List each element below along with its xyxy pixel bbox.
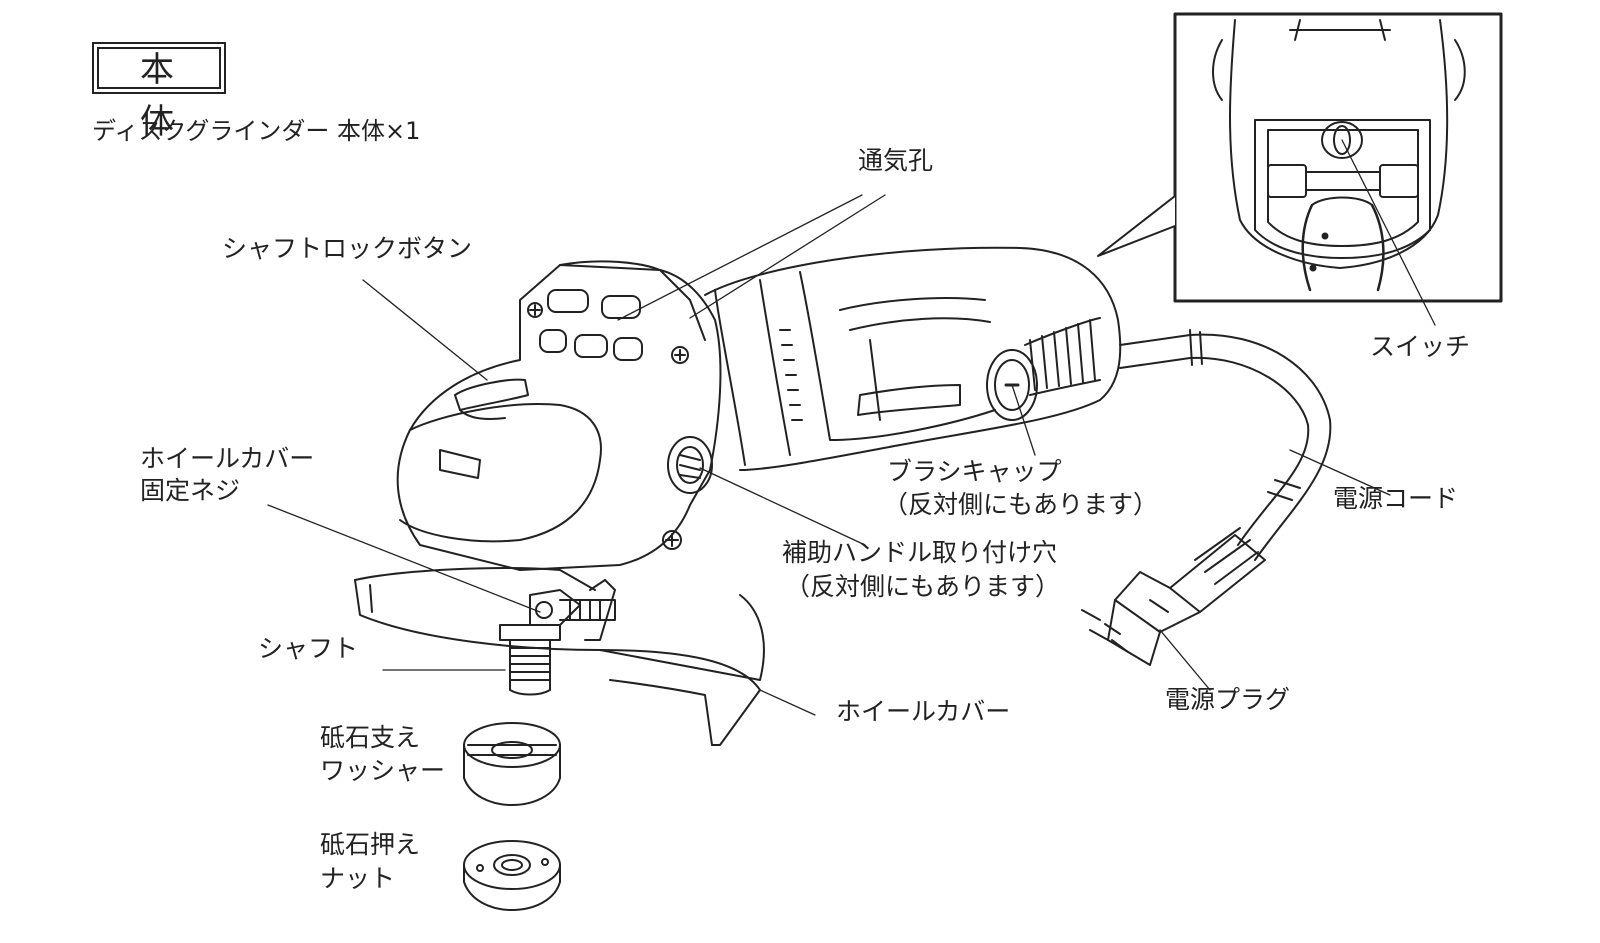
label-aux-handle-hole-2: （反対側にもあります） (785, 572, 1061, 601)
label-lock-nut-1: 砥石押え (320, 830, 421, 859)
label-lock-nut-2: ナット (320, 864, 396, 893)
label-brush-cap-2: （反対側にもあります） (883, 490, 1159, 519)
label-wheel-cover-screw-2: 固定ネジ (140, 476, 241, 505)
title-box: 本 体 (92, 42, 226, 142)
switch-inset (1098, 14, 1501, 301)
label-brush-cap-1: ブラシキャップ (887, 457, 1062, 486)
power-cord-art (1120, 330, 1330, 560)
label-backing-washer-1: 砥石支え (320, 723, 421, 752)
motor-housing-art (705, 248, 1120, 470)
label-wheel-cover: ホイールカバー (836, 697, 1011, 726)
label-vent: 通気孔 (858, 146, 934, 175)
shaft-art (500, 625, 560, 695)
label-shaft-lock-button: シャフトロックボタン (222, 234, 473, 263)
label-power-plug: 電源プラグ (1165, 685, 1291, 714)
label-switch: スイッチ (1370, 332, 1471, 361)
power-plug-art (1082, 528, 1265, 665)
label-power-cord: 電源コード (1333, 484, 1459, 513)
subtitle: ディスクグラインダー 本体×1 (92, 117, 421, 145)
leader-lines (268, 140, 1435, 715)
gear-head-art (398, 261, 721, 570)
label-shaft: シャフト (258, 634, 359, 663)
label-wheel-cover-screw-1: ホイールカバー (140, 444, 315, 473)
lock-nut-art (464, 841, 560, 910)
wheel-cover-art (355, 568, 764, 745)
backing-washer-art (464, 723, 560, 805)
label-aux-handle-hole-1: 補助ハンドル取り付け穴 (782, 538, 1058, 567)
label-backing-washer-2: ワッシャー (320, 756, 446, 785)
